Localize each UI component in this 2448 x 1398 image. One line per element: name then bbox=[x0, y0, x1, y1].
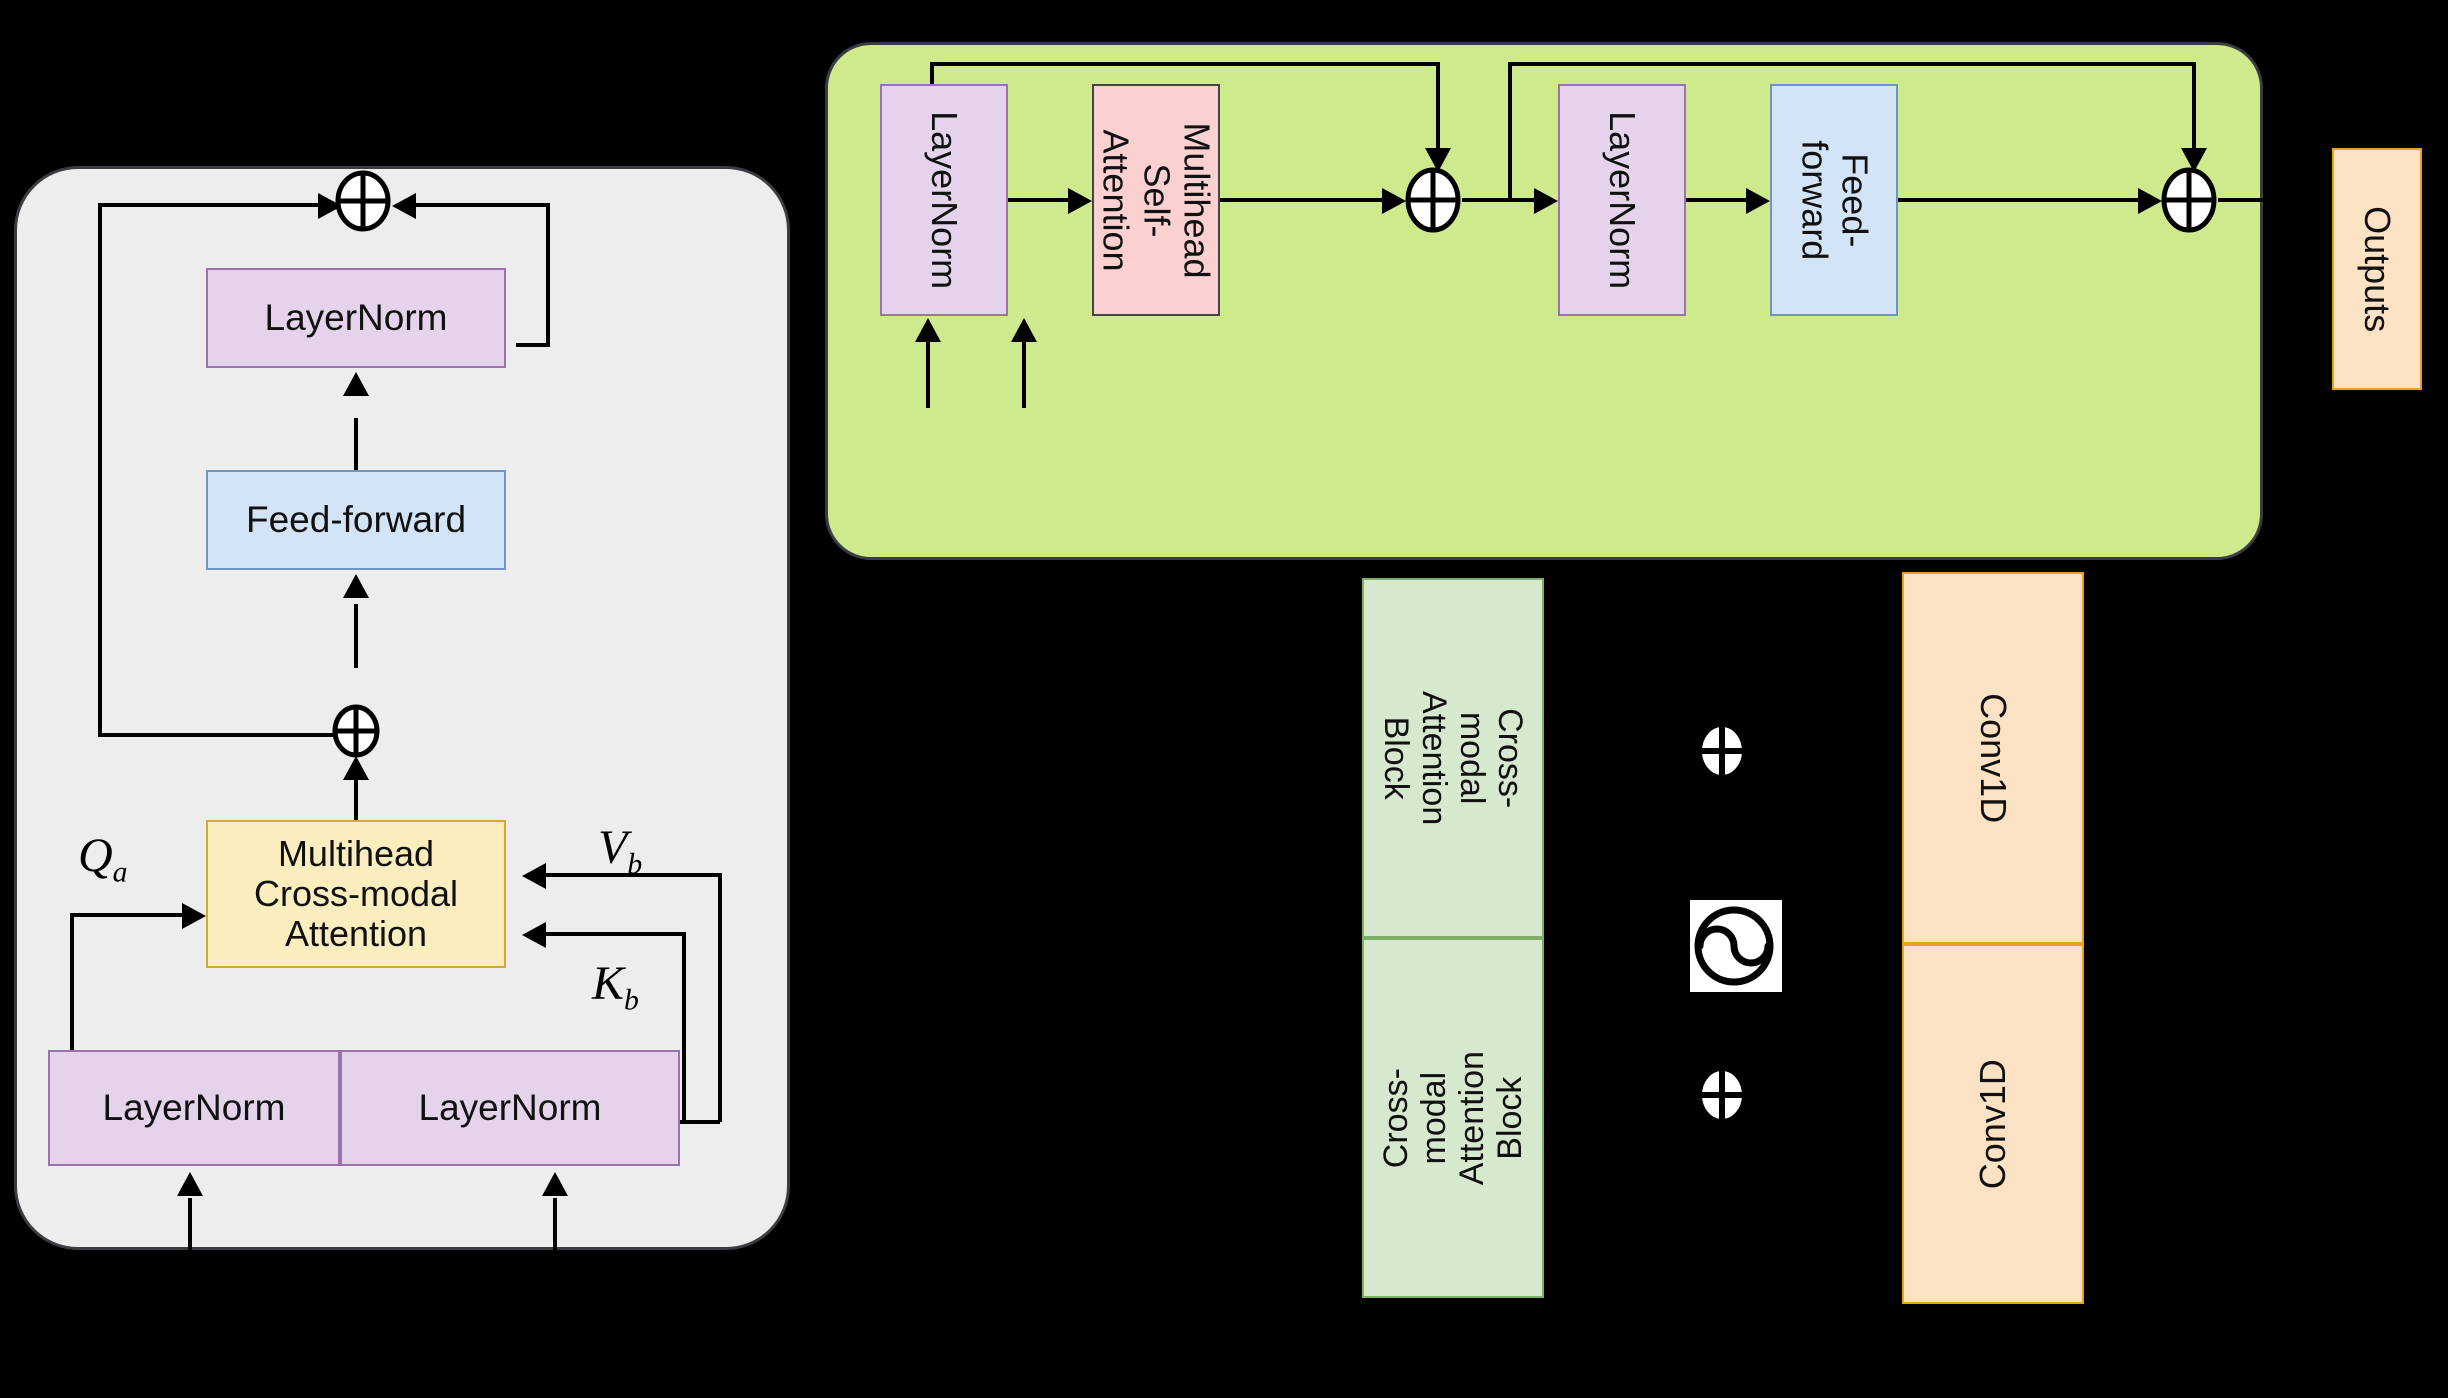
encoder-layernorm-1[interactable]: LayerNorm bbox=[880, 84, 1008, 316]
legend-cross-modal-block-top-label: Cross-modal Attention Block bbox=[1376, 690, 1530, 826]
plus-circle-icon-legend-bottom bbox=[1694, 1064, 1750, 1126]
add-to-feedforward-line bbox=[354, 604, 358, 668]
input-a-line bbox=[188, 1198, 192, 1308]
encoder-residual2-horizontal bbox=[1508, 62, 2196, 66]
feedforward-to-layernorm-arrow bbox=[343, 372, 369, 396]
feedforward-to-layernorm-line bbox=[354, 418, 358, 474]
encoder-input-1-line bbox=[926, 342, 930, 408]
value-letter: V bbox=[598, 821, 628, 874]
key-arrow-into-attention bbox=[522, 922, 546, 948]
add2-to-outputs-line bbox=[2218, 198, 2336, 202]
encoder-feedforward[interactable]: Feed-forward bbox=[1770, 84, 1898, 316]
ff-to-add2-line bbox=[1898, 198, 2146, 202]
plus-circle-icon-legend-top bbox=[1694, 720, 1750, 782]
left-panel-feedforward-label: Feed-forward bbox=[245, 499, 467, 541]
residual-line-bottom-horizontal bbox=[98, 733, 362, 737]
conv1d-block-bottom-label: Conv1D bbox=[1971, 1058, 2013, 1190]
plus-circle-icon-encoder-add-2 bbox=[2158, 166, 2220, 234]
key-b-label: Kb bbox=[592, 956, 639, 1018]
query-path-vertical bbox=[70, 915, 74, 1122]
key-path-horizontal bbox=[546, 932, 686, 936]
ln2-to-ff-arrow bbox=[1746, 188, 1770, 214]
plus-circle-icon-top-left-panel bbox=[332, 170, 394, 232]
encoder-self-attention-label: Multihead Self- Attention bbox=[1095, 121, 1218, 279]
value-b-label: Vb bbox=[598, 820, 642, 882]
left-panel-layernorm-a-label: LayerNorm bbox=[102, 1087, 286, 1129]
ln2-to-ff-line bbox=[1686, 198, 1754, 202]
layernorm-top-output-vertical bbox=[546, 203, 550, 347]
value-source-horizontal bbox=[660, 1120, 720, 1124]
residual-line-top-horizontal bbox=[98, 203, 322, 207]
key-letter: K bbox=[592, 957, 625, 1010]
query-subscript: a bbox=[112, 855, 128, 889]
left-panel-feedforward[interactable]: Feed-forward bbox=[206, 470, 506, 570]
mhsa-to-add1-arrow bbox=[1382, 188, 1406, 214]
left-panel-cross-modal-attention-label: Multihead Cross-modal Attention bbox=[253, 832, 459, 955]
query-letter: Q bbox=[78, 829, 113, 882]
ff-to-add2-arrow bbox=[2138, 188, 2162, 214]
key-subscript: b bbox=[624, 983, 639, 1017]
query-path-horizontal bbox=[70, 913, 188, 917]
value-arrow-into-attention bbox=[522, 863, 546, 889]
input-b-line bbox=[553, 1198, 557, 1308]
ln1-to-mhsa-line bbox=[1008, 198, 1076, 202]
encoder-layernorm-1-label: LayerNorm bbox=[924, 110, 966, 290]
add-to-feedforward-arrow bbox=[343, 574, 369, 598]
key-path-vertical bbox=[682, 932, 686, 1122]
query-a-label: Qa bbox=[78, 828, 128, 890]
legend-cross-modal-block-bottom[interactable]: Cross-modal Attention Block bbox=[1362, 938, 1544, 1298]
residual-arrow-into-top-add-right bbox=[392, 193, 416, 219]
add1-to-ln2-line bbox=[1462, 198, 1542, 202]
ln1-to-mhsa-arrow bbox=[1068, 188, 1092, 214]
plus-circle-icon-mid-left-panel bbox=[331, 703, 381, 759]
conv1d-block-bottom[interactable]: Conv1D bbox=[1902, 944, 2084, 1304]
encoder-residual1-left-vertical bbox=[930, 62, 934, 86]
residual-line-left-vertical bbox=[98, 205, 102, 736]
legend-cross-modal-block-bottom-label: Cross-modal Attention Block bbox=[1376, 1050, 1530, 1186]
left-panel-layernorm-b-label: LayerNorm bbox=[418, 1087, 602, 1129]
left-panel-layernorm-top[interactable]: LayerNorm bbox=[206, 268, 506, 368]
outputs-box-label: Outputs bbox=[2357, 205, 2399, 333]
left-panel-layernorm-b[interactable]: LayerNorm bbox=[340, 1050, 680, 1166]
encoder-residual2-right-vertical bbox=[2192, 62, 2196, 154]
add1-to-ln2-arrow bbox=[1534, 188, 1558, 214]
value-path-vertical bbox=[718, 873, 722, 1122]
attention-to-add-arrow bbox=[343, 756, 369, 780]
encoder-residual1-horizontal bbox=[930, 62, 1440, 66]
encoder-layernorm-2[interactable]: LayerNorm bbox=[1558, 84, 1686, 316]
layernorm-top-output-horizontal bbox=[516, 343, 550, 347]
input-a-arrow bbox=[177, 1172, 203, 1196]
encoder-input-2-arrow bbox=[1011, 318, 1037, 342]
conv1d-block-top[interactable]: Conv1D bbox=[1902, 572, 2084, 944]
query-arrow-into-attention bbox=[182, 903, 206, 929]
mhsa-to-add1-line bbox=[1220, 198, 1390, 202]
encoder-self-attention[interactable]: Multihead Self- Attention bbox=[1092, 84, 1220, 316]
attention-to-add-line bbox=[354, 780, 358, 822]
transformer-encoder-panel bbox=[825, 42, 2263, 560]
left-panel-cross-modal-attention[interactable]: Multihead Cross-modal Attention bbox=[206, 820, 506, 968]
sine-circle-icon-positional-encoding bbox=[1690, 900, 1782, 992]
encoder-layernorm-2-label: LayerNorm bbox=[1602, 110, 1644, 290]
left-panel-layernorm-top-label: LayerNorm bbox=[264, 297, 448, 339]
encoder-feedforward-label: Feed-forward bbox=[1794, 139, 1876, 261]
value-path-horizontal bbox=[546, 873, 722, 877]
encoder-residual1-right-vertical bbox=[1436, 62, 1440, 154]
outputs-box[interactable]: Outputs bbox=[2332, 148, 2422, 390]
left-panel-layernorm-a[interactable]: LayerNorm bbox=[48, 1050, 340, 1166]
encoder-input-2-line bbox=[1022, 342, 1026, 408]
encoder-input-1-arrow bbox=[915, 318, 941, 342]
value-subscript: b bbox=[627, 847, 643, 881]
input-b-arrow bbox=[542, 1172, 568, 1196]
legend-cross-modal-block-top[interactable]: Cross-modal Attention Block bbox=[1362, 578, 1544, 938]
residual-line-top-right bbox=[400, 203, 548, 207]
plus-circle-icon-encoder-add-1 bbox=[1402, 166, 1464, 234]
encoder-residual2-left-vertical bbox=[1508, 62, 1512, 200]
conv1d-block-top-label: Conv1D bbox=[1973, 692, 2015, 824]
